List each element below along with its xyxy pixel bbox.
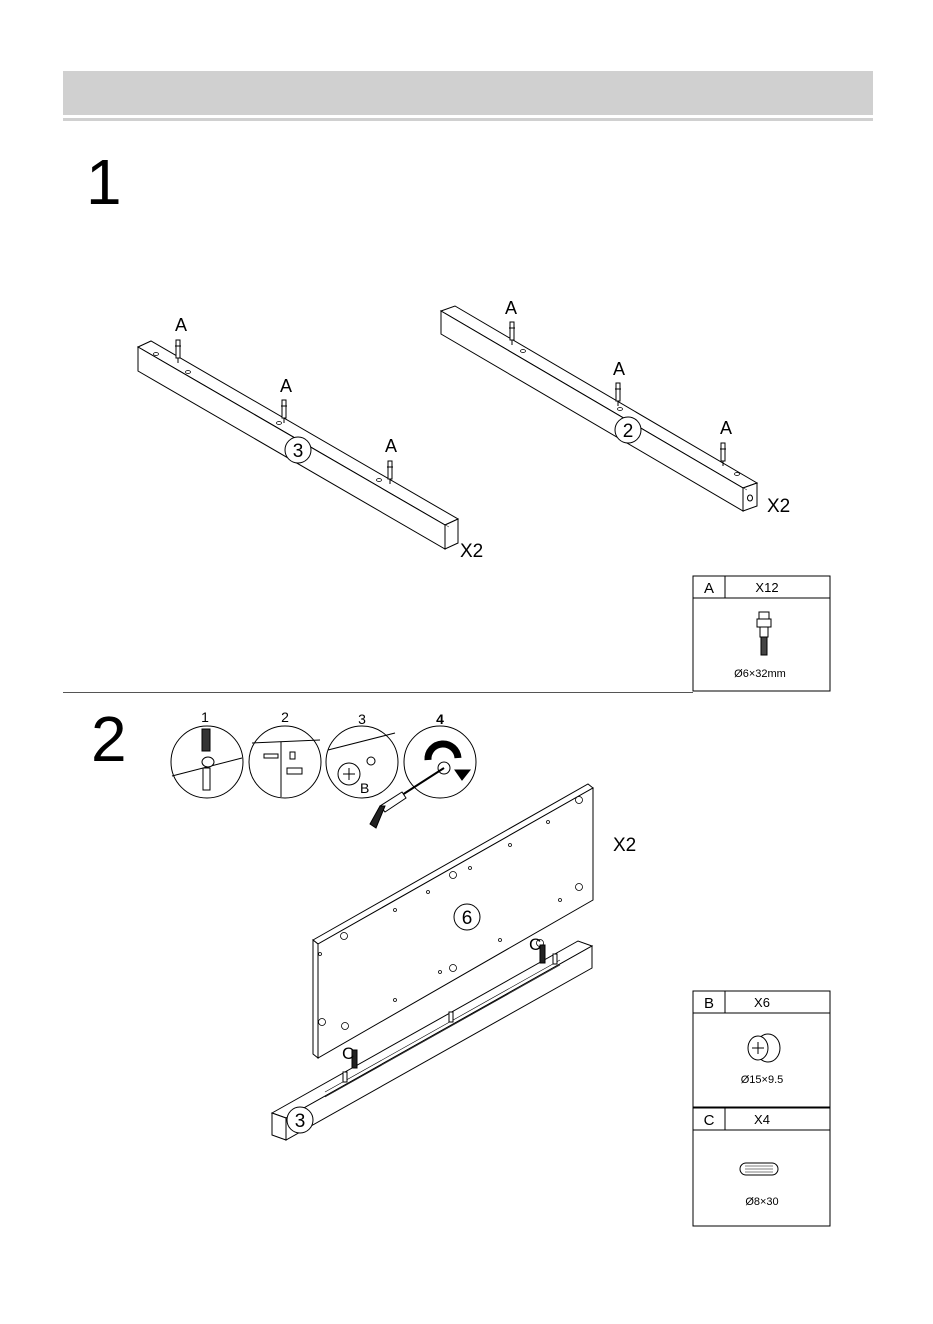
rail-part-number: 3 (295, 1111, 306, 1132)
fitting-label-a: A (720, 418, 732, 438)
parts-box-b-count: X6 (754, 995, 770, 1010)
left-rail-part-number: 3 (293, 441, 304, 462)
parts-box-c-letter: C (704, 1112, 715, 1129)
sequence-label: 2 (281, 709, 289, 725)
left-rail-quantity: X2 (460, 541, 483, 562)
parts-box-c-count: X4 (754, 1112, 770, 1127)
parts-box-c-size: Ø8×30 (745, 1196, 778, 1208)
fitting-label-a: A (505, 298, 517, 318)
fitting-label-a: A (385, 436, 397, 456)
parts-box-a-count: X12 (755, 580, 778, 595)
parts-box-b-size: Ø15×9.5 (741, 1074, 784, 1086)
right-rail (441, 306, 757, 511)
sequence-label: 3 (358, 711, 366, 727)
fitting-label-a: A (280, 376, 292, 396)
fitting-label-a: A (175, 315, 187, 335)
sequence-label: 4 (436, 711, 444, 727)
right-rail-part-number: 2 (623, 421, 634, 442)
parts-box-b-letter: B (704, 995, 714, 1012)
detail-circle-1 (171, 726, 243, 798)
dowel-icon (740, 1163, 778, 1175)
right-rail-quantity: X2 (767, 496, 790, 517)
right-rail-fittings (509, 322, 726, 466)
panel-quantity: X2 (613, 835, 636, 856)
dowel-label-c: C (529, 935, 541, 954)
parts-box-a-size: Ø6×32mm (734, 668, 786, 680)
cam-label-b: B (360, 780, 369, 796)
parts-box-a-letter: A (704, 580, 714, 597)
detail-circle-2 (249, 726, 321, 798)
panel-part-number: 6 (462, 908, 473, 929)
cam-lock-icon (748, 1034, 780, 1062)
sequence-label: 1 (201, 709, 209, 725)
fitting-label-a: A (613, 359, 625, 379)
dowel-label-c: C (342, 1044, 354, 1063)
